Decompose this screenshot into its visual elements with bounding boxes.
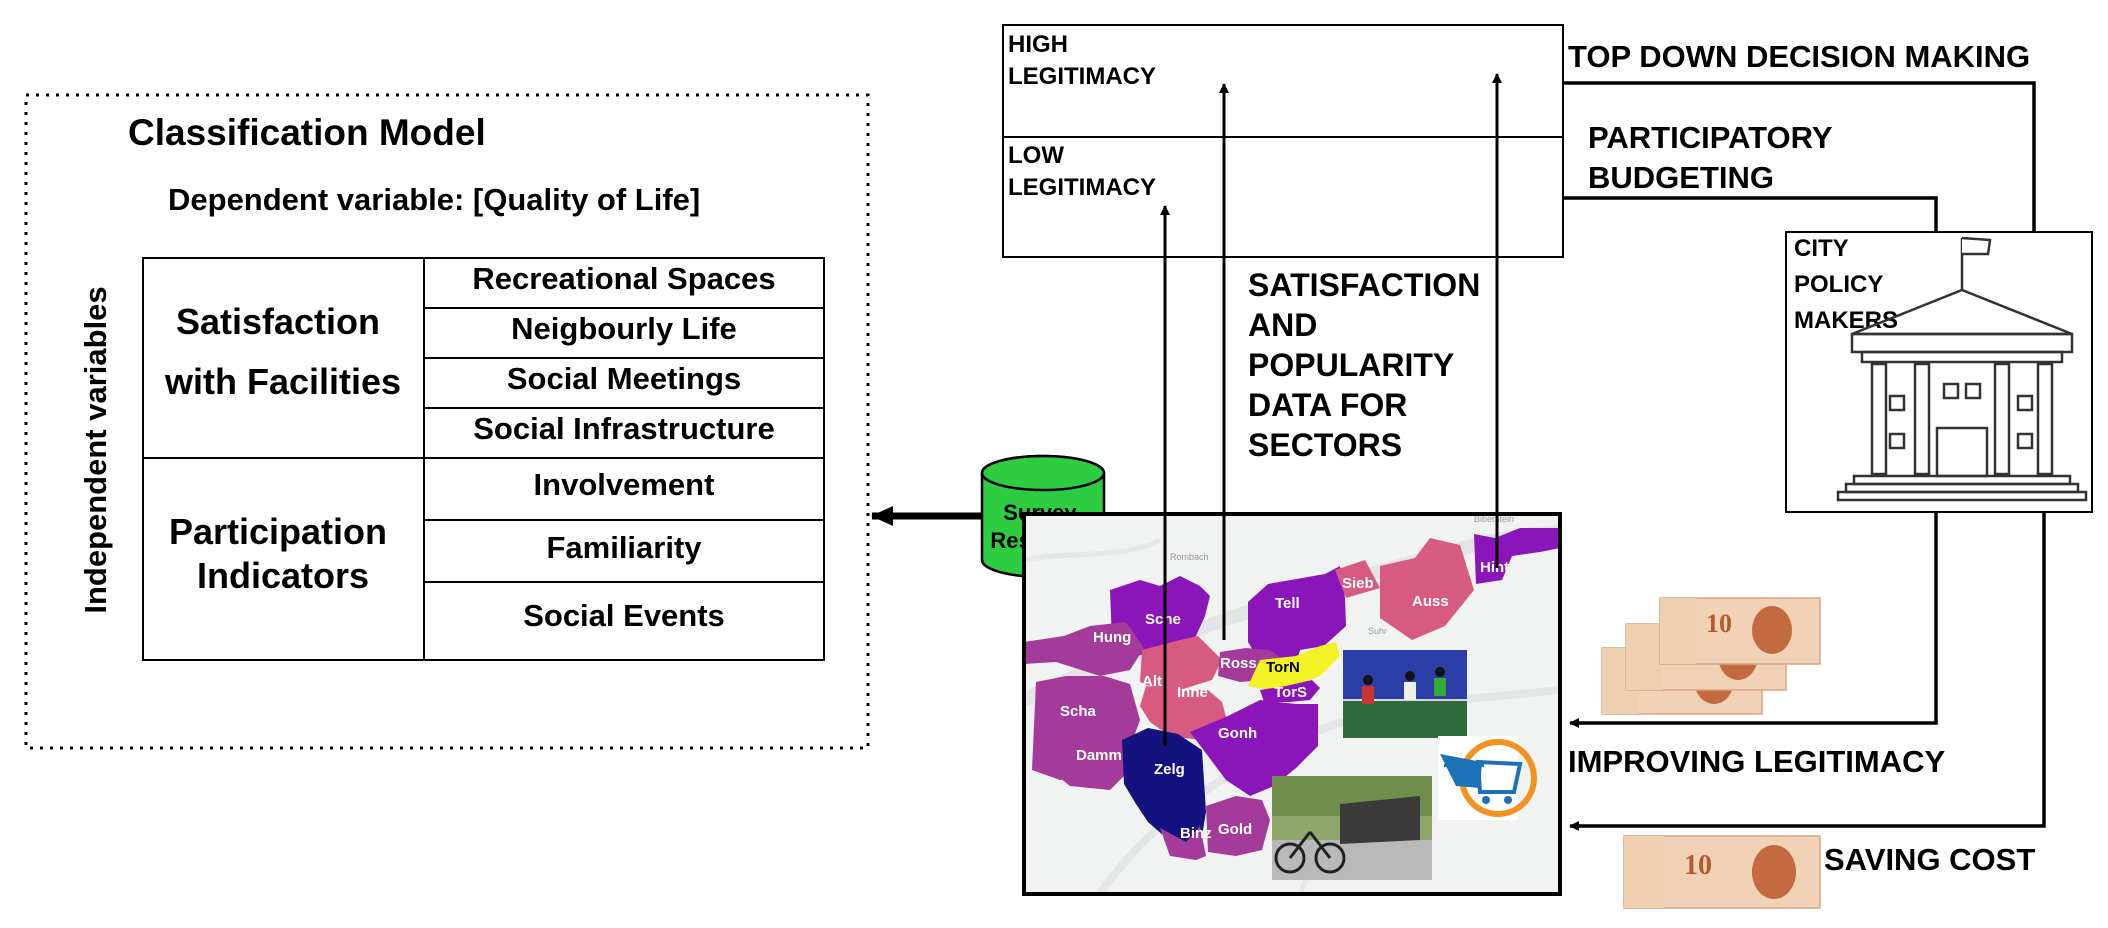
- district-label: Gold: [1218, 821, 1252, 838]
- district-region: [1160, 826, 1206, 860]
- map-frame: [1022, 512, 1562, 896]
- banknote-single-icon: 10: [1623, 835, 1821, 909]
- district-region: [1024, 622, 1144, 676]
- dependent-variable: Dependent variable: [Quality of Life]: [168, 182, 700, 217]
- district-label: TorN: [1266, 659, 1300, 676]
- banknote-value: 10: [1706, 609, 1732, 638]
- map-place-label: Biberstein: [1474, 514, 1514, 524]
- district-label: Tell: [1275, 595, 1300, 612]
- district-region: [1380, 538, 1474, 640]
- district-region: [1050, 740, 1130, 790]
- district-region: [1122, 728, 1206, 846]
- variable-item: Familiarity: [546, 530, 702, 565]
- district-label: Damm: [1076, 747, 1122, 764]
- district-label: Gonh: [1218, 725, 1257, 742]
- group-satisfaction-label: Satisfaction with Facilities: [164, 301, 401, 402]
- variable-item: Social Events: [523, 598, 725, 633]
- improving-legitimacy-label: IMPROVING LEGITIMACY: [1568, 744, 1946, 779]
- flow-connectors: [1563, 81, 2046, 831]
- variable-item: Involvement: [534, 467, 715, 502]
- satisfaction-popularity-label: SATISFACTION AND POPULARITY DATA FOR SEC…: [1248, 267, 1489, 463]
- saving-cost-label: SAVING COST: [1824, 842, 2035, 877]
- district-label: Zelg: [1154, 761, 1185, 778]
- district-label: Auss: [1412, 593, 1449, 610]
- district-region: [1206, 796, 1270, 856]
- high-legitimacy-label: HIGH LEGITIMACY: [1008, 31, 1156, 90]
- map-place-label: Rombach: [1170, 552, 1209, 562]
- classification-title: Classification Model: [128, 112, 486, 153]
- district-label: Inne: [1177, 684, 1208, 701]
- legitimacy-box: HIGH LEGITIMACY LOW LEGITIMACY: [1002, 24, 1564, 258]
- banknote-value: 10: [1684, 850, 1712, 881]
- district-label: Hint: [1480, 559, 1509, 576]
- district-label: Ross: [1220, 655, 1257, 672]
- participatory-budgeting-label: PARTICIPATORY BUDGETING: [1588, 120, 1841, 195]
- variables-table: [142, 257, 825, 661]
- map-place-label: Suhr: [1368, 626, 1387, 636]
- bike-share-photo: [1272, 776, 1432, 880]
- group-participation-label: Participation Indicators: [169, 511, 397, 596]
- banknote-stack-icon: 10: [1601, 597, 1821, 715]
- district-region: [1248, 642, 1340, 690]
- district-label: Binz: [1180, 825, 1212, 842]
- low-legitimacy-label: LOW LEGITIMACY: [1008, 142, 1156, 201]
- district-label: Scha: [1060, 703, 1097, 720]
- classification-border: [24, 93, 870, 750]
- district-region: [1248, 566, 1346, 664]
- city-policy-makers: CITY POLICY MAKERS: [1785, 231, 2093, 513]
- city-hall-icon: [1836, 236, 2088, 502]
- classification-model: Classification Model Dependent variable:…: [24, 93, 870, 750]
- district-label: Sieb: [1342, 575, 1374, 592]
- district-region: [1260, 680, 1320, 702]
- district-label: Sche: [1145, 611, 1181, 628]
- legitimacy-arrows: [1160, 73, 1502, 746]
- independent-variables-label: Independent variables: [78, 286, 113, 613]
- city-district-map: Hung Sche Tell Sieb Auss Hint Alt Ross T…: [1022, 512, 1562, 896]
- football-photo: [1343, 650, 1467, 738]
- top-down-decision-label: TOP DOWN DECISION MAKING: [1568, 39, 2030, 74]
- district-label: Alt: [1142, 673, 1162, 690]
- district-region: [1140, 636, 1222, 690]
- variable-item: Recreational Spaces: [472, 261, 775, 296]
- variable-item: Social Infrastructure: [473, 411, 774, 446]
- district-region: [1335, 560, 1380, 598]
- policy-makers-label: CITY POLICY MAKERS: [1794, 235, 1898, 334]
- district-labels: Hung Sche Tell Sieb Auss Hint Alt Ross T…: [1060, 559, 1509, 842]
- district-label: TorS: [1274, 684, 1307, 701]
- shopping-cart-icon: [1438, 736, 1537, 820]
- district-label: Hung: [1093, 629, 1131, 646]
- district-region: [1190, 700, 1318, 796]
- variable-item: Neigbourly Life: [511, 311, 737, 346]
- variable-item: Social Meetings: [507, 361, 741, 396]
